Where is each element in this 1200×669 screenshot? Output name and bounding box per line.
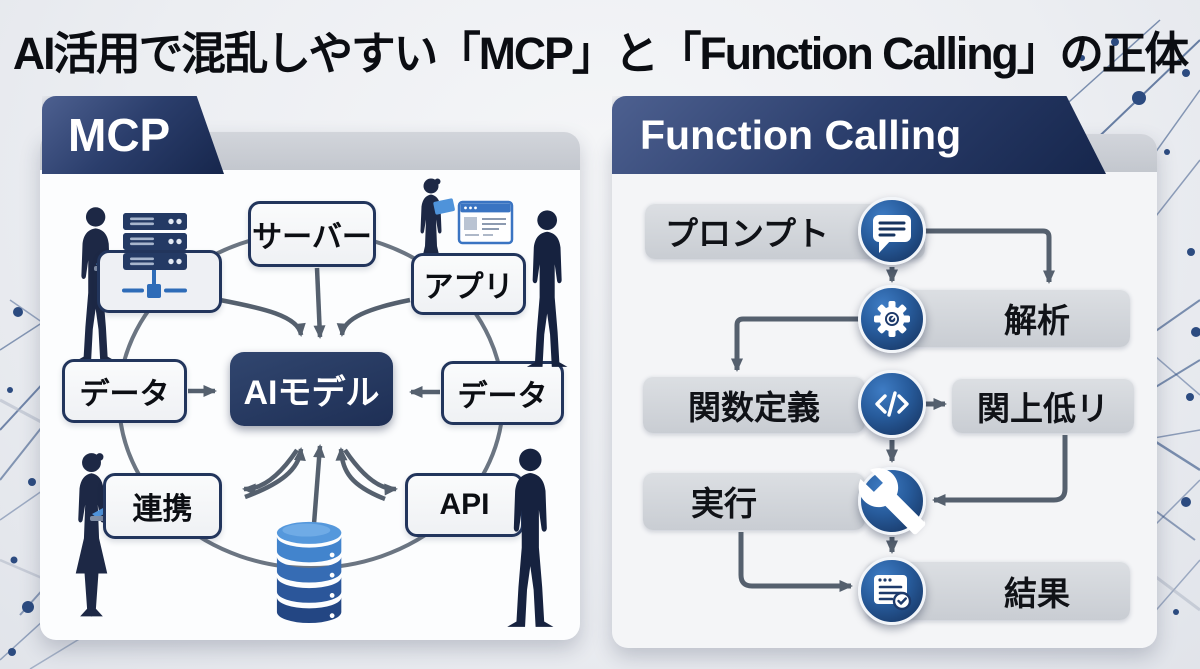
code-icon: [858, 370, 926, 438]
mcp-tab: MCP: [42, 96, 224, 174]
function-calling-tab: Function Calling: [612, 96, 1106, 174]
server-rack-icon-overlay: [122, 213, 187, 298]
database-icon: [276, 521, 342, 624]
arrow-prompt-to-analysis: [924, 228, 1055, 284]
gear-icon: [858, 285, 926, 353]
chat-bubble-icon: [858, 197, 926, 265]
mcp-tab-label: MCP: [68, 109, 171, 161]
arrow-server-to-aimodel: [313, 267, 326, 339]
arrow-funccall-to-execute: [932, 435, 1068, 506]
arrow-database-to-aimodel: [311, 444, 326, 525]
mcp-node-link: 連携: [103, 473, 222, 539]
function-calling-tab-label: Function Calling: [640, 111, 962, 158]
arrow-execute-to-result: [738, 532, 853, 592]
arrow-aimodel-to-link: [242, 448, 299, 496]
browser-window-icon: [457, 200, 514, 245]
fc-step-function-definition: 関数定義: [643, 376, 865, 433]
fc-step-function-call: 関上低リ: [952, 378, 1134, 433]
mcp-node-app: アプリ: [411, 253, 526, 315]
arrow-app-to-aimodel: [336, 297, 411, 337]
tablet-icon: [433, 198, 455, 215]
mcp-node-data-left: データ: [62, 359, 187, 423]
mcp-node-server: サーバー: [248, 201, 376, 267]
arrow-serverbox-to-aimodel: [219, 297, 306, 337]
wrench-icon: [858, 467, 926, 535]
arrow-api-to-aimodel: [335, 447, 386, 502]
mcp-node-ai-model: AIモデル: [230, 352, 393, 426]
arrow-analysis-to-funcdef: [731, 316, 860, 372]
page-title: AI活用で混乱しやすい「MCP」と「Function Calling」の正体: [12, 27, 1189, 79]
document-check-icon: [858, 557, 926, 625]
mcp-node-data-right: データ: [441, 361, 564, 425]
arrow-aimodel-to-api: [343, 448, 398, 496]
fc-step-execute: 実行: [643, 472, 865, 530]
